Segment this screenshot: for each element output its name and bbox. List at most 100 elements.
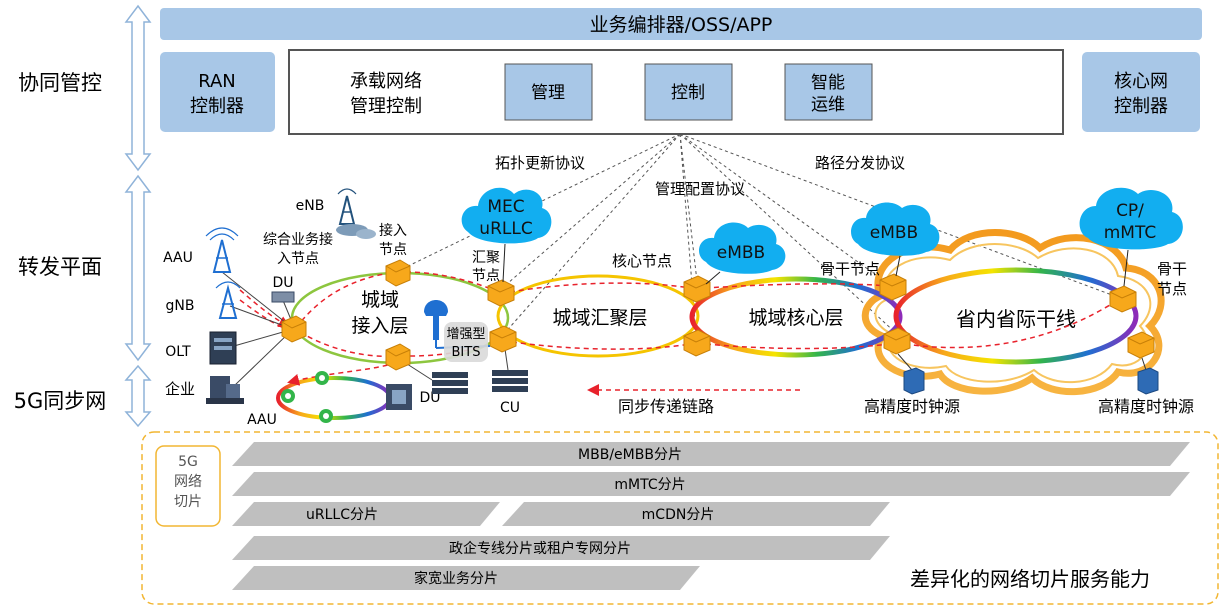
core-ring: [689, 276, 903, 358]
device-gnb-label: gNB: [166, 298, 195, 314]
ran-controller-line1: RAN: [198, 71, 236, 92]
side-arrow-coordination: [124, 4, 152, 172]
cloud-mec-line2: uRLLC: [479, 219, 532, 239]
convergence-ring: [496, 274, 700, 358]
slice-mmtc: [232, 472, 1190, 496]
du-bottom-device-icon: [386, 384, 412, 410]
slice-label-home: 家宽业务分片: [414, 570, 498, 587]
label-forwarding: 转发平面: [18, 255, 102, 279]
protocol-path: 路径分发协议: [815, 154, 905, 172]
cloud-mec-line1: MEC: [487, 197, 524, 217]
aau-small-tower-1: [315, 371, 329, 385]
access-links: [221, 271, 509, 387]
module-smart-ops-line2: 运维: [811, 95, 845, 115]
cu-rack-icon: [492, 370, 528, 392]
device-aau-bottom-label: AAU: [247, 412, 277, 428]
slice-label-mcdn: mCDN分片: [642, 507, 715, 523]
device-cu-label: CU: [500, 400, 520, 416]
slicing-title-line1: 5G: [178, 454, 198, 470]
node-core-top: [683, 275, 711, 303]
label-coordination: 协同管控: [18, 71, 102, 95]
du-rack-icon: [432, 372, 468, 394]
cloud-embb-2: [851, 202, 940, 277]
bits-device-icon: [424, 300, 491, 362]
slicing-title-line2: 网络: [174, 474, 202, 490]
slice-label-mbb: MBB/eMBB分片: [578, 447, 682, 463]
module-management-label: 管理: [531, 83, 565, 103]
device-bits-line1: 增强型: [446, 327, 485, 342]
node-core-label: 核心节点: [612, 252, 672, 270]
layer-convergence: 城域汇聚层: [552, 307, 647, 329]
node-aggregation-label-line2: 节点: [472, 268, 500, 284]
bearer-mgmt-line1: 承载网络: [350, 71, 422, 92]
aau-small-tower-2: [281, 389, 295, 403]
node-core-bottom: [683, 329, 711, 357]
slice-enterprise-line: [232, 536, 890, 560]
cloud-cp-line2: mMTC: [1104, 223, 1157, 243]
layer-access-line2: 接入层: [351, 315, 408, 337]
core-controller: [1082, 52, 1200, 132]
top-bar: [160, 8, 1202, 40]
module-management: [504, 63, 593, 121]
slice-label-mmtc: mMTC分片: [614, 477, 685, 493]
node-access-top: [385, 259, 411, 287]
aau-tower-icon: [205, 227, 239, 273]
slicing-title-box: [155, 445, 221, 527]
node-aggregation-top: [487, 279, 515, 307]
slice-label-enterprise: 政企专线分片或租户专网分片: [449, 540, 631, 557]
slicing-caption: 差异化的网络切片服务能力: [910, 567, 1150, 591]
node-access-bottom: [385, 343, 411, 371]
slice-mbb-embb: [232, 442, 1190, 466]
top-bar-label: 业务编排器/OSS/APP: [590, 14, 773, 36]
device-du-label: DU: [272, 275, 293, 291]
node-integrated-access: [281, 315, 307, 343]
node-backbone-right-label-line1: 骨干: [1157, 260, 1187, 278]
layer-backbone: 省内省际干线: [956, 307, 1076, 331]
node-aggregation-bottom: [489, 325, 517, 353]
slice-bands: [232, 442, 1190, 590]
ran-controller: [160, 52, 275, 132]
cloud-cp-line1: CP/: [1116, 201, 1144, 221]
device-aau-label: AAU: [163, 250, 193, 266]
slicing-title-line3: 切片: [174, 494, 202, 510]
node-backbone-right-top: [1109, 285, 1137, 313]
cloud-cp-mmtc: [1079, 187, 1183, 287]
slice-mcdn: [502, 502, 890, 526]
clock-source-2-label: 高精度时钟源: [1098, 397, 1194, 416]
enterprise-building-icon: [206, 376, 244, 404]
device-enterprise-label: 企业: [165, 380, 195, 398]
layer-access-line1: 城域: [361, 289, 399, 311]
node-integrated-label-line2: 入节点: [277, 251, 319, 267]
enb-tower-icon: [336, 188, 376, 239]
du-device-icon: [271, 291, 295, 303]
node-backbone-label: 骨干节点: [820, 260, 880, 278]
clock-source-1-label: 高精度时钟源: [864, 397, 960, 416]
cloud-embb-1: [699, 222, 786, 285]
module-smart-ops-line1: 智能: [811, 73, 845, 93]
clock-source-2: [1137, 357, 1159, 395]
cloud-mec-urllc: [461, 187, 552, 283]
node-backbone-right-bottom: [1127, 331, 1155, 359]
device-olt-label: OLT: [165, 344, 191, 360]
slicing-container: [141, 431, 1219, 605]
bearer-mgmt-line2: 管理控制: [350, 96, 422, 117]
ran-controller-line2: 控制器: [190, 96, 244, 117]
cloud-embb1-label: eMBB: [717, 243, 765, 263]
gnb-tower-icon: [215, 281, 241, 319]
side-arrow-sync: [124, 364, 152, 428]
protocol-topology: 拓扑更新协议: [495, 154, 585, 172]
node-backbone-top: [879, 273, 907, 301]
slice-label-urllc: uRLLC分片: [306, 507, 378, 523]
olt-device-icon: [209, 331, 237, 365]
module-control: [644, 63, 733, 121]
core-controller-line1: 核心网: [1114, 71, 1168, 92]
slice-urllc: [232, 502, 500, 526]
node-aggregation-label-line1: 汇聚: [472, 250, 500, 266]
protocol-mgmt-config: 管理配置协议: [655, 180, 745, 198]
cloud-embb2-label: eMBB: [870, 223, 918, 243]
node-integrated-label-line1: 综合业务接: [263, 231, 333, 248]
device-bits-line2: BITS: [452, 345, 481, 360]
aau-small-tower-3: [319, 409, 333, 423]
